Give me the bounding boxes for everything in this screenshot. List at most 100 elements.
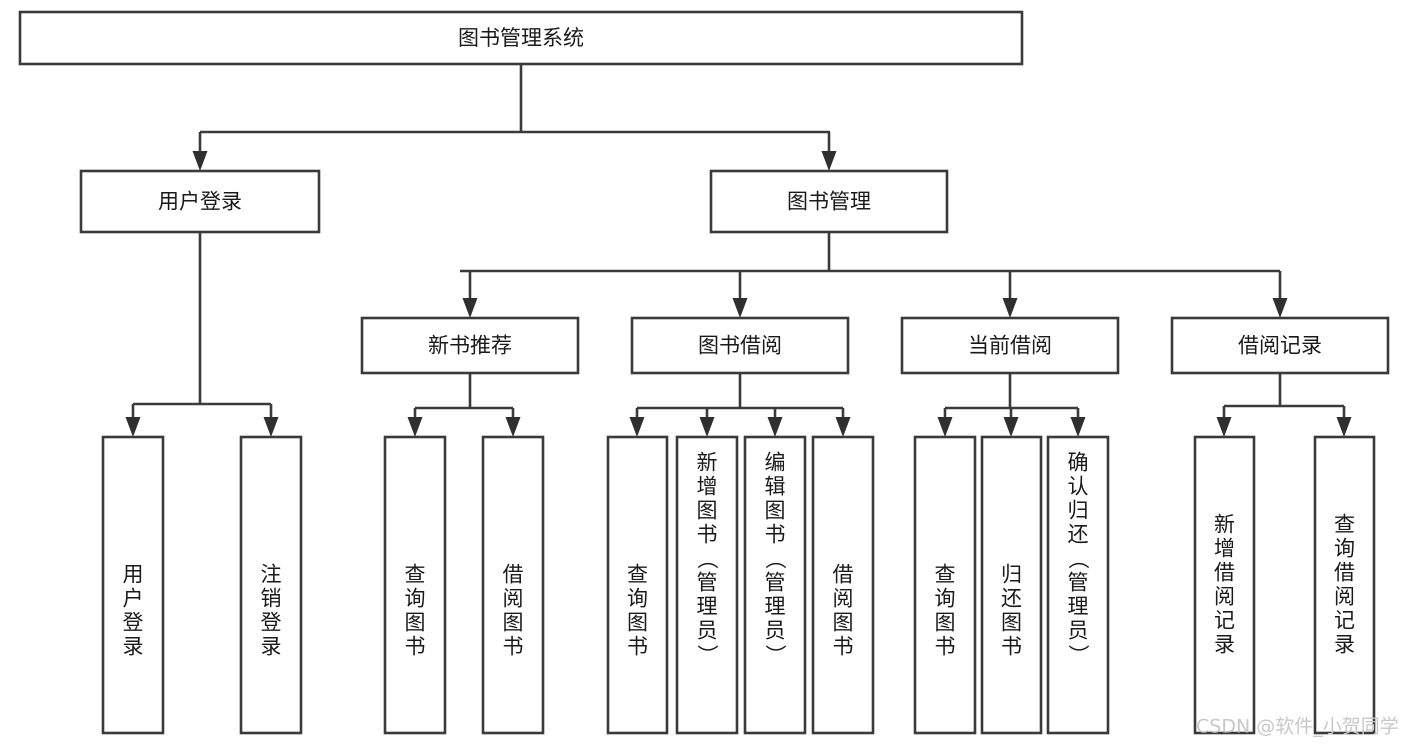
bus-new-book (415, 373, 513, 410)
node-box-leaf-return-book[interactable] (980, 435, 1043, 735)
node-label-leaf-confirm-return-char-0: 确 (1068, 451, 1089, 475)
node-label-leaf-query-book-recommend-char-2: 图 (405, 611, 426, 635)
arrow-leaf-query-borrow-record (1336, 406, 1352, 437)
node-label-leaf-query-book-current-char-3: 书 (935, 635, 956, 659)
connector-layer (133, 64, 1344, 410)
node-label-leaf-add-book-char-0: 新 (697, 451, 718, 475)
node-label-leaf-confirm-return-char-4: （ (1066, 548, 1090, 569)
node-box-current-borrow[interactable] (900, 316, 1120, 375)
node-label-leaf-query-book-recommend-char-0: 查 (405, 563, 426, 587)
arrow-leaf-return-book (1003, 408, 1019, 437)
node-box-book-borrow[interactable] (630, 316, 850, 375)
node-label-book-borrow: 图书借阅 (698, 334, 782, 358)
bus-book-manage (460, 232, 1280, 273)
node-label-leaf-edit-book-char-8: ） (763, 644, 787, 665)
node-layer: 图书管理系统用户登录图书管理新书推荐图书借阅当前借阅借阅记录用户登录用户登录注销… (18, 10, 1405, 747)
node-box-user-login[interactable] (79, 169, 321, 234)
node-box-leaf-user-login[interactable] (101, 435, 165, 735)
node-leaf-query-borrow-record[interactable]: 查询借阅记录查询借阅记录 (1313, 435, 1405, 747)
arrow-leaf-confirm-return (1070, 408, 1086, 437)
node-label-leaf-confirm-return-char-8: ） (1066, 644, 1090, 665)
node-leaf-user-login[interactable]: 用户登录用户登录 (101, 435, 197, 747)
node-label-borrow-record: 借阅记录 (1238, 334, 1322, 358)
node-leaf-query-book-borrow[interactable]: 查询图书查询图书 (606, 435, 702, 747)
node-box-leaf-add-book[interactable] (675, 435, 739, 735)
node-leaf-logout[interactable]: 注销登录注销登录 (239, 435, 335, 747)
node-leaf-return-book[interactable]: 归还图书归还图书 (980, 435, 1076, 747)
node-label-leaf-query-borrow-record-char-0: 查 (1334, 513, 1355, 537)
node-user-login[interactable]: 用户登录 (79, 169, 321, 234)
node-label-leaf-confirm-return-char-3: 还 (1068, 523, 1089, 547)
arrow-leaf-query-book-recommend (407, 408, 423, 437)
bus-root (200, 64, 830, 134)
node-leaf-borrow-book[interactable]: 借阅图书借阅图书 (811, 435, 907, 747)
node-borrow-record[interactable]: 借阅记录 (1170, 316, 1390, 375)
node-leaf-add-borrow-record[interactable]: 新增借阅记录新增借阅记录 (1193, 435, 1321, 747)
node-current-borrow[interactable]: 当前借阅 (900, 316, 1120, 375)
arrow-leaf-query-book-current (937, 408, 953, 437)
node-label-book-manage: 图书管理 (787, 190, 871, 214)
arrow-leaf-query-book-borrow (629, 408, 645, 437)
node-label-leaf-user-login-char-1: 户 (123, 587, 144, 611)
node-root[interactable]: 图书管理系统 (18, 10, 1024, 66)
node-book-manage[interactable]: 图书管理 (709, 169, 949, 234)
bus-borrow-record (1224, 373, 1344, 408)
node-label-leaf-add-borrow-record-char-4: 记 (1214, 609, 1235, 633)
node-box-leaf-confirm-return[interactable] (1046, 435, 1110, 735)
node-label-leaf-query-book-borrow-char-1: 询 (627, 587, 648, 611)
node-label-leaf-query-borrow-record-char-5: 录 (1334, 633, 1355, 657)
node-label-leaf-edit-book-char-2: 图 (765, 499, 786, 523)
node-box-book-manage[interactable] (709, 169, 949, 234)
arrow-leaf-edit-book (767, 408, 783, 437)
node-box-leaf-borrow-book-recommend[interactable] (481, 435, 545, 735)
node-label-leaf-add-book-char-1: 增 (697, 475, 718, 499)
bus-current-borrow (945, 373, 1078, 410)
node-box-leaf-query-borrow-record[interactable] (1313, 435, 1376, 735)
node-label-leaf-borrow-book-char-3: 书 (833, 635, 854, 659)
node-label-leaf-query-borrow-record-char-4: 记 (1334, 609, 1355, 633)
node-leaf-borrow-book-recommend[interactable]: 借阅图书借阅图书 (481, 435, 577, 747)
node-box-leaf-query-book-recommend[interactable] (383, 435, 447, 735)
node-label-leaf-borrow-book-char-1: 阅 (833, 587, 854, 611)
node-label-leaf-edit-book-char-1: 辑 (765, 475, 786, 499)
node-leaf-query-book-recommend[interactable]: 查询图书查询图书 (383, 435, 479, 747)
arrow-new-book-recommend (462, 271, 478, 318)
arrow-user-login (192, 132, 208, 171)
node-box-new-book-recommend[interactable] (360, 316, 580, 375)
node-label-leaf-logout-char-1: 销 (261, 587, 282, 611)
node-label-leaf-query-book-recommend-char-1: 询 (405, 587, 426, 611)
bus-book-borrow (637, 373, 843, 410)
arrow-borrow-record (1272, 271, 1288, 318)
arrow-leaf-user-login (125, 404, 141, 437)
node-new-book-recommend[interactable]: 新书推荐 (360, 316, 580, 375)
node-box-leaf-edit-book[interactable] (743, 435, 807, 735)
node-label-leaf-add-book-char-2: 图 (697, 499, 718, 523)
node-box-leaf-query-book-borrow[interactable] (606, 435, 669, 735)
node-label-leaf-user-login-char-0: 用 (123, 563, 144, 587)
node-box-leaf-logout[interactable] (239, 435, 303, 735)
node-box-root[interactable] (18, 10, 1024, 66)
node-label-leaf-query-book-borrow-char-2: 图 (627, 611, 648, 635)
node-label-leaf-user-login-char-2: 登 (123, 611, 144, 635)
node-label-leaf-confirm-return-char-5: 管 (1068, 571, 1089, 595)
node-box-leaf-query-book-current[interactable] (913, 435, 977, 735)
node-label-leaf-add-book-char-5: 管 (697, 571, 718, 595)
node-box-borrow-record[interactable] (1170, 316, 1390, 375)
node-label-leaf-user-login-char-3: 录 (123, 635, 144, 659)
node-label-leaf-add-borrow-record-char-5: 录 (1214, 633, 1235, 657)
node-box-leaf-add-borrow-record[interactable] (1193, 435, 1256, 735)
arrow-leaf-add-book (699, 408, 715, 437)
node-book-borrow[interactable]: 图书借阅 (630, 316, 850, 375)
node-label-root: 图书管理系统 (458, 26, 584, 50)
node-label-leaf-add-book-char-3: 书 (697, 523, 718, 547)
node-label-leaf-query-book-current-char-0: 查 (935, 563, 956, 587)
node-box-leaf-borrow-book[interactable] (811, 435, 875, 735)
node-label-leaf-return-book-char-0: 归 (1001, 563, 1022, 587)
node-label-leaf-add-borrow-record-char-0: 新 (1214, 513, 1235, 537)
node-leaf-query-book-current[interactable]: 查询图书查询图书 (913, 435, 1009, 747)
arrow-leaf-add-borrow-record (1216, 406, 1232, 437)
